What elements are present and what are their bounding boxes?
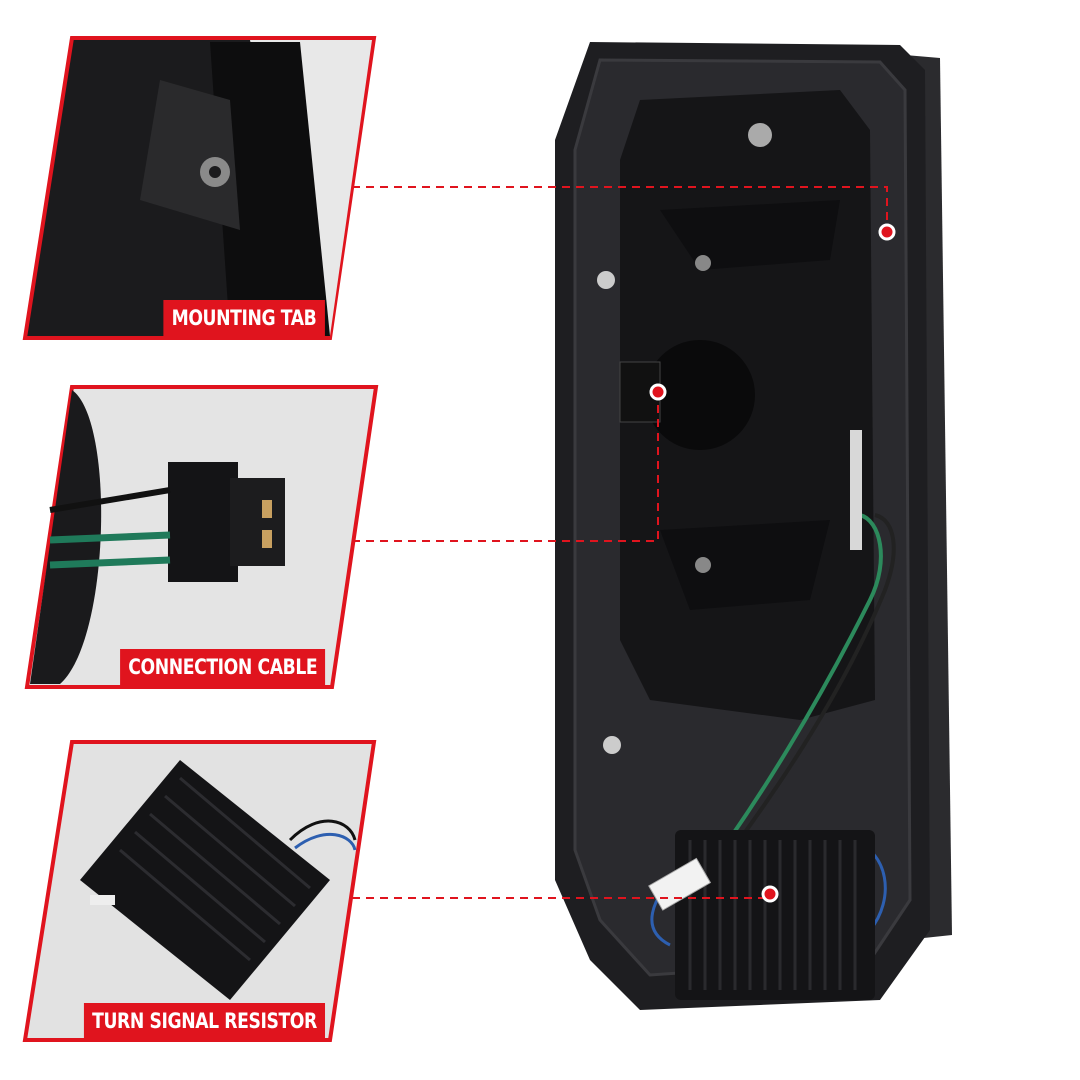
wire-green [698, 513, 883, 882]
callout-dot-connection-cable [649, 383, 667, 401]
wire-black [708, 513, 896, 882]
callout-dot-turn-signal-resistor [761, 885, 779, 903]
label-mounting-tab: MOUNTING TAB [163, 300, 325, 337]
connector-closeup [168, 462, 238, 582]
callout-dot-mounting-tab [878, 223, 896, 241]
resistor-closeup [80, 760, 330, 1000]
label-turn-signal-resistor: TURN SIGNAL RESISTOR [83, 1003, 325, 1040]
label-connection-cable: CONNECTION CABLE [119, 649, 325, 686]
socket-hole [645, 340, 755, 450]
callout-line-mounting-tab [352, 186, 888, 232]
callout-line-connection-cable [352, 392, 659, 542]
